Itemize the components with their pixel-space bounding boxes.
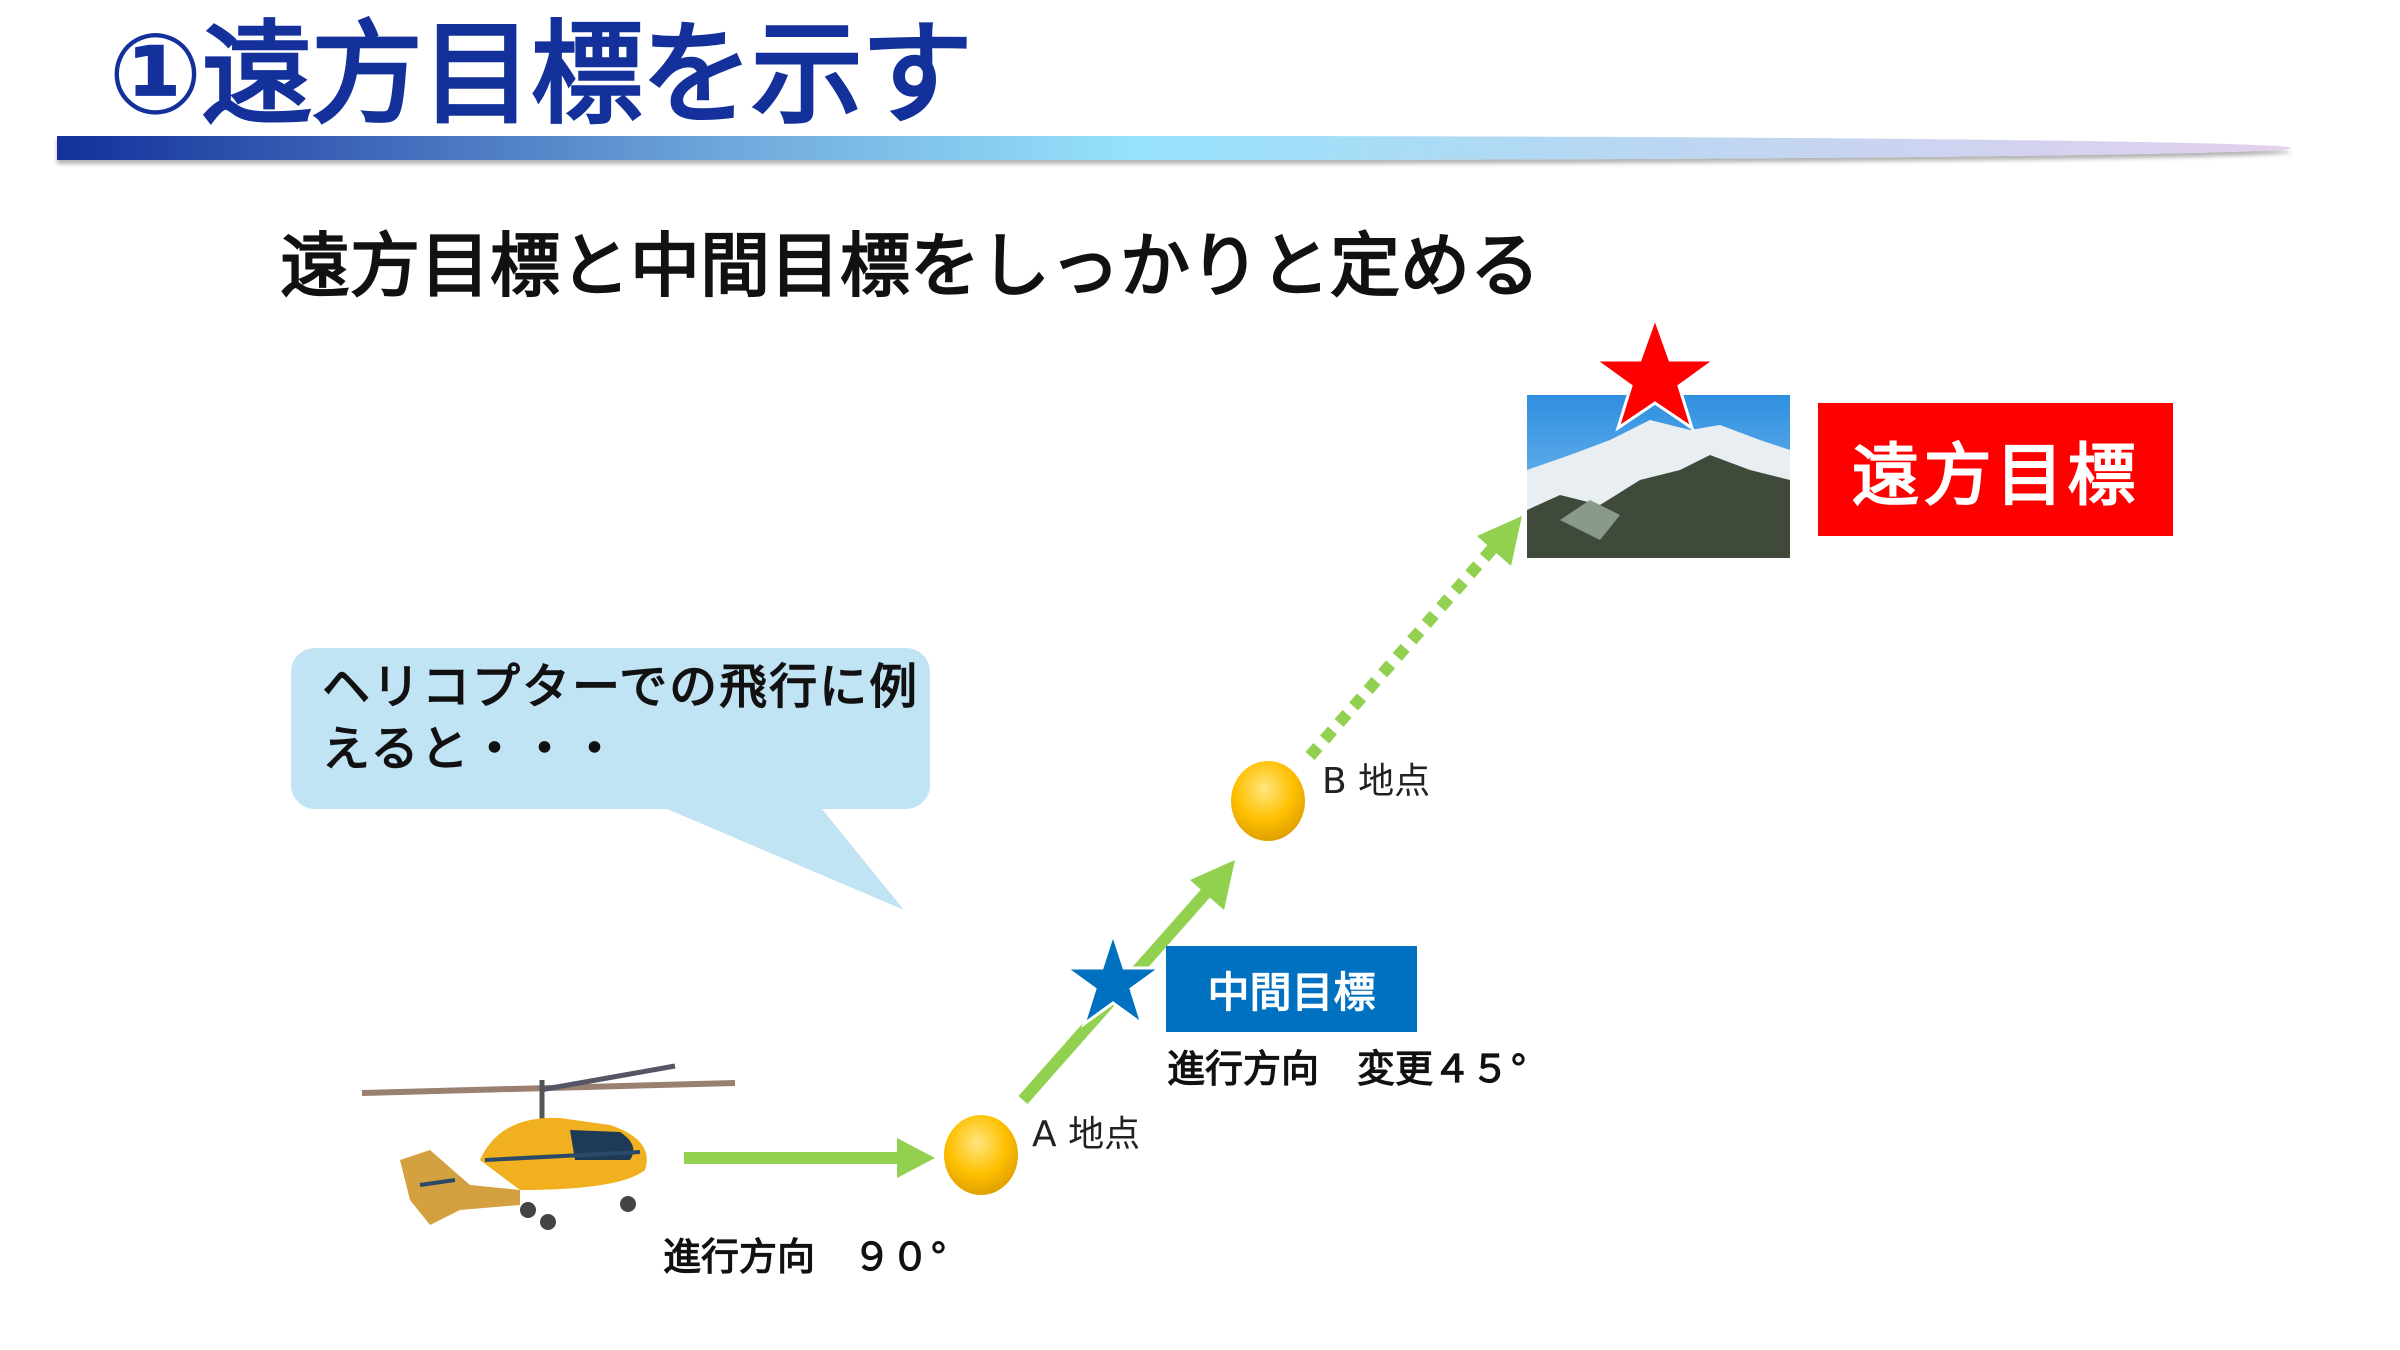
point-a-label: A 地点 [1032, 1114, 1141, 1155]
mountain-image [1527, 395, 1790, 558]
direction-change-label: 進行方向 変更４５° [1167, 1047, 1529, 1091]
callout-text: ヘリコプターでの飛行に例 えると・・・ [322, 656, 922, 780]
point-a-dot [944, 1115, 1018, 1195]
callout-line-1: ヘリコプターでの飛行に例 [322, 659, 920, 715]
far-target-label: 遠方目標 [1818, 403, 2173, 536]
arrow-b-to-far-target [1305, 516, 1522, 760]
far-target-star-icon [1590, 313, 1720, 432]
callout-bubble [291, 648, 930, 910]
title-underline-bar [57, 136, 2291, 160]
slide-subtitle: 遠方目標と中間目標をしっかりと定める [280, 225, 1540, 307]
point-b-dot [1231, 761, 1305, 841]
helicopter-icon [361, 1063, 736, 1230]
point-b-label: B 地点 [1322, 761, 1431, 802]
mid-target-star-icon [1061, 929, 1165, 1028]
slide-title: ①遠方目標を示す [108, 10, 973, 140]
mid-target-label: 中間目標 [1166, 946, 1417, 1032]
direction-initial-label: 進行方向 ９０° [663, 1235, 949, 1279]
callout-line-2: えると・・・ [322, 721, 621, 777]
arrow-initial-direction [684, 1138, 935, 1178]
